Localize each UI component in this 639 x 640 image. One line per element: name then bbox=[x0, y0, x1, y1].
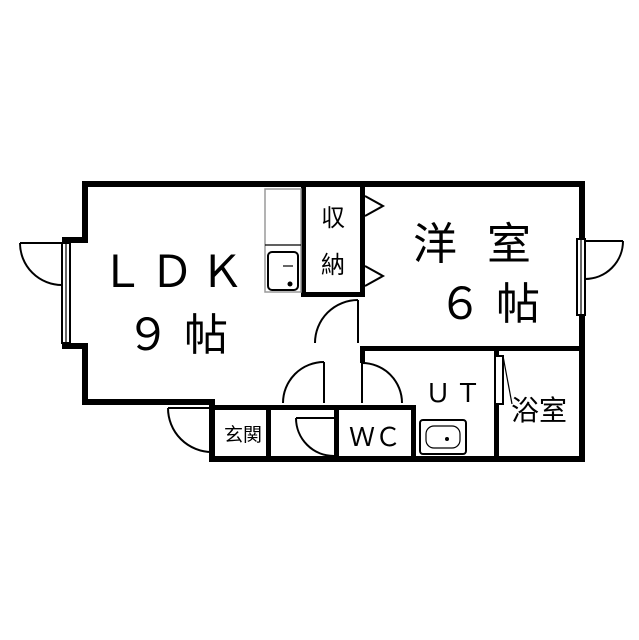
wc-label: ＷＣ bbox=[349, 423, 401, 453]
kitchen-sink-icon bbox=[267, 251, 299, 291]
bath-label: 浴室 bbox=[511, 394, 567, 427]
entrance-label: 玄関 bbox=[224, 424, 262, 446]
western-door-swing bbox=[314, 299, 359, 344]
closet-folding-doors bbox=[364, 195, 386, 287]
left-door-swing bbox=[19, 242, 63, 286]
ut-door-swing bbox=[361, 362, 403, 404]
western-room-name: 洋 室 bbox=[413, 219, 539, 270]
right-door-swing bbox=[584, 240, 624, 280]
storage-label-line2: 納 bbox=[321, 251, 345, 279]
wc-door-swing bbox=[295, 417, 335, 457]
hall-door-swing bbox=[282, 361, 325, 404]
western-room-size: ６ 帖 bbox=[438, 279, 540, 330]
outer-walls bbox=[62, 181, 585, 462]
entrance-door-swing bbox=[167, 407, 213, 453]
ldk-room-name: ＬＤＫ bbox=[100, 247, 250, 298]
right-window bbox=[576, 238, 586, 316]
left-window bbox=[61, 242, 71, 344]
storage-label-line1: 収 bbox=[321, 204, 345, 232]
ldk-room-size: ９ 帖 bbox=[126, 310, 228, 361]
bath-door bbox=[494, 355, 513, 405]
ut-label: ＵＴ bbox=[425, 379, 485, 409]
wash-basin-icon bbox=[419, 419, 467, 455]
